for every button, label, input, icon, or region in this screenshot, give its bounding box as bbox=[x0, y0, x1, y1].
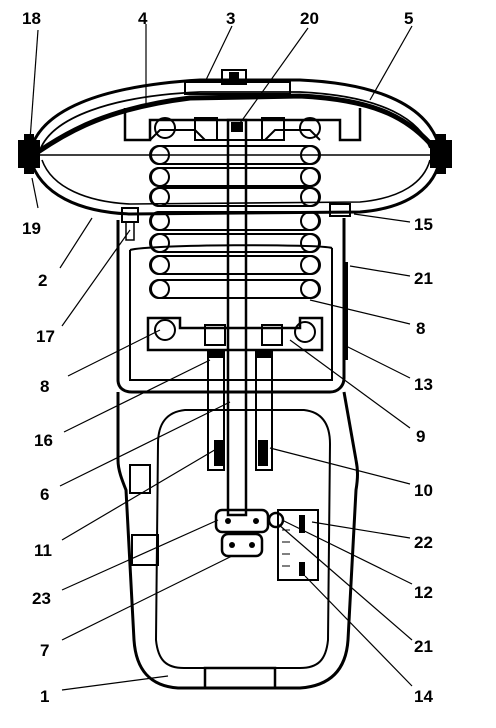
label-3: 3 bbox=[226, 9, 235, 28]
label-18: 18 bbox=[22, 9, 41, 28]
bolt-15 bbox=[329, 203, 351, 217]
upper-cover bbox=[28, 78, 442, 153]
leader-lines bbox=[29, 24, 413, 691]
springs bbox=[149, 145, 321, 299]
label-20: 20 bbox=[300, 9, 319, 28]
spring-row bbox=[149, 255, 321, 275]
spring-row bbox=[149, 145, 321, 165]
lower-housing-inner bbox=[41, 159, 431, 205]
coupling bbox=[214, 508, 285, 558]
upper-cover-inner bbox=[39, 91, 431, 151]
diaphragm bbox=[36, 93, 438, 155]
diaphragm-housing bbox=[18, 69, 452, 216]
label-17: 17 bbox=[36, 327, 55, 346]
label-11: 11 bbox=[34, 541, 52, 560]
vent-plug-cap bbox=[229, 72, 239, 80]
yoke bbox=[116, 218, 359, 690]
label-7: 7 bbox=[40, 641, 49, 660]
spring-row bbox=[149, 167, 321, 187]
label-14: 14 bbox=[414, 687, 433, 706]
label-23: 23 bbox=[32, 589, 51, 608]
stem bbox=[207, 118, 273, 517]
label-4: 4 bbox=[138, 9, 148, 28]
label-6: 6 bbox=[40, 485, 49, 504]
spring-row bbox=[149, 279, 321, 299]
left-bolt-head bbox=[24, 134, 34, 174]
label-12: 12 bbox=[414, 583, 433, 602]
label-8-left: 8 bbox=[40, 377, 49, 396]
lower-housing bbox=[28, 157, 442, 216]
label-15: 15 bbox=[414, 215, 433, 234]
diaphragm-plate bbox=[123, 108, 362, 142]
plug-17-stem bbox=[125, 221, 135, 241]
label-16: 16 bbox=[34, 431, 53, 450]
vent-plate bbox=[184, 81, 291, 95]
label-10: 10 bbox=[414, 481, 433, 500]
label-13: 13 bbox=[414, 375, 433, 394]
label-19: 19 bbox=[22, 219, 41, 238]
vent-plug bbox=[221, 69, 247, 85]
label-9: 9 bbox=[416, 427, 425, 446]
label-1: 1 bbox=[40, 687, 49, 706]
callout-labels: 18 4 3 20 5 19 15 2 21 17 8 8 13 16 9 6 … bbox=[22, 9, 433, 706]
spring-row bbox=[149, 211, 321, 231]
label-8-right: 8 bbox=[416, 319, 425, 338]
travel-scale bbox=[277, 509, 319, 581]
label-2: 2 bbox=[38, 271, 47, 290]
label-21-upper: 21 bbox=[414, 269, 433, 288]
spring-row bbox=[149, 233, 321, 253]
right-bolt-head bbox=[436, 134, 446, 174]
label-22: 22 bbox=[414, 533, 433, 552]
label-21-lower: 21 bbox=[414, 637, 433, 656]
spring-row bbox=[149, 187, 321, 207]
label-5: 5 bbox=[404, 9, 413, 28]
spring-seat bbox=[146, 316, 324, 352]
